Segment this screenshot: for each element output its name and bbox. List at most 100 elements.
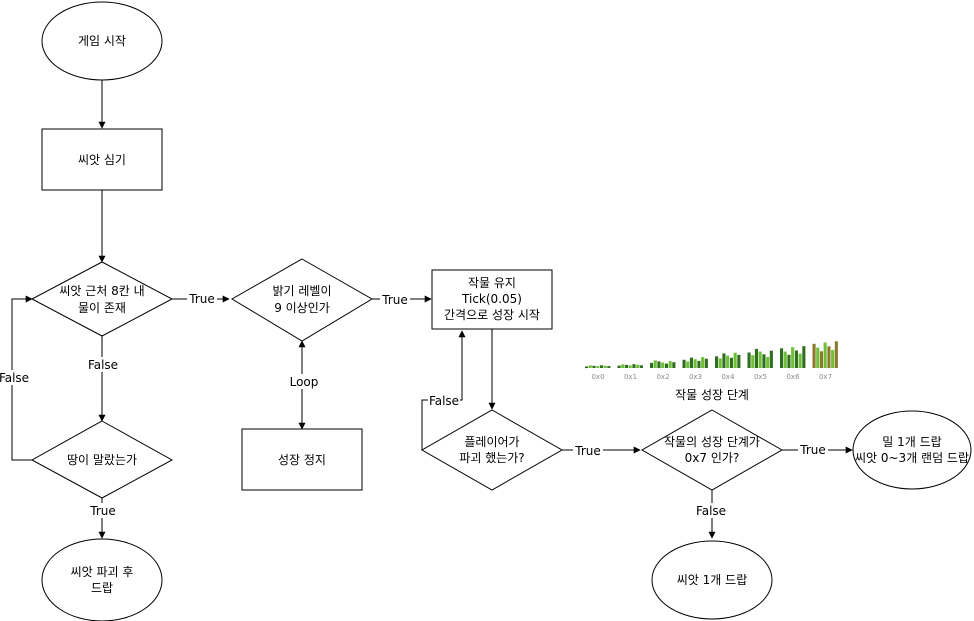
growth-stages-caption: 작물 성장 단계: [675, 388, 749, 402]
growth-stage-label: 0x4: [721, 373, 735, 381]
growth-stage-6-stalk: [791, 347, 795, 368]
growth-stage-7-stalk: [816, 347, 820, 368]
growth-stage-5-stalk: [751, 355, 755, 368]
node-dry-check: 땅이 말랐는가: [30, 420, 174, 499]
growth-stage-label: 0x1: [624, 373, 637, 381]
growth-stage-4-stalk: [715, 356, 719, 368]
growth-stage-2-stalk: [672, 362, 676, 368]
growth-stage-3-stalk: [697, 360, 701, 368]
node-light-check-line2: 9 이상인가: [274, 301, 330, 315]
growth-stage-2-stalk: [664, 363, 668, 368]
node-wheat-drop: 밀 1개 드랍 씨앗 0~3개 랜덤 드랍: [852, 410, 972, 490]
growth-stage-7-stalk: [831, 350, 835, 368]
edge-label-stage-true: True: [799, 443, 826, 457]
growth-stage-2-stalk: [650, 362, 654, 368]
growth-stage-1-stalk: [617, 365, 621, 368]
growth-stage-label: 0x3: [689, 373, 702, 381]
node-start-label: 게임 시작: [78, 34, 126, 48]
growth-stage-5: 0x5: [747, 348, 773, 381]
growth-stage-3-stalk: [693, 359, 697, 368]
growth-stages-strip: 0x0 0x1 0x2 0x3 0x4 0x5 0x6 0x7: [585, 341, 838, 381]
growth-stage-6-stalk: [802, 346, 806, 368]
growth-stage-6-stalk: [783, 351, 787, 368]
growth-stage-0-stalk: [607, 366, 611, 368]
growth-stage-6-stalk: [798, 353, 802, 368]
growth-stage-7-stalk: [823, 342, 827, 368]
growth-stage-1-stalk: [628, 365, 632, 368]
growth-stage-0: 0x0: [585, 365, 611, 381]
growth-stage-1-stalk: [632, 364, 636, 368]
growth-stage-3-stalk: [689, 357, 693, 368]
growth-stage-0-stalk: [599, 365, 603, 368]
growth-stage-label: 0x7: [819, 373, 832, 381]
growth-stage-1: 0x1: [617, 364, 643, 381]
edge-label-loop: Loop: [290, 375, 319, 389]
node-plant: 씨앗 심기: [41, 128, 163, 191]
growth-stage-label: 0x2: [656, 373, 669, 381]
growth-stage-6-stalk: [794, 350, 798, 368]
growth-stage-5-stalk: [754, 348, 758, 368]
growth-stage-label: 0x0: [591, 373, 604, 381]
node-plant-label: 씨앗 심기: [78, 153, 126, 167]
growth-stage-0-stalk: [596, 366, 600, 368]
growth-stage-5-stalk: [762, 354, 766, 368]
node-stage-check-line2: 0x7 인가?: [685, 451, 740, 465]
growth-stage-7-stalk: [834, 341, 838, 368]
node-light-check: 밝기 레벨이 9 이상인가: [231, 258, 373, 342]
growth-stage-5-stalk: [747, 352, 751, 368]
growth-stage-3-stalk: [686, 361, 690, 368]
growth-stage-4-stalk: [729, 357, 733, 368]
growth-stage-label: 0x6: [786, 373, 800, 381]
node-start: 게임 시작: [41, 1, 163, 81]
growth-stage-3-stalk: [704, 358, 708, 368]
growth-stage-0-stalk: [588, 365, 592, 368]
growth-stage-5-stalk: [769, 350, 773, 368]
node-growth-stop-label: 성장 정지: [278, 453, 326, 467]
edge-label-water-false: False: [88, 358, 118, 372]
growth-stage-5-stalk: [766, 357, 770, 368]
node-wheat-drop-line2: 씨앗 0~3개 랜덤 드랍: [855, 451, 969, 465]
node-crop-keep-line2: Tick(0.05): [461, 292, 522, 306]
growth-stage-1-stalk: [639, 365, 643, 368]
growth-stage-3: 0x3: [682, 357, 708, 381]
growth-stage-2-stalk: [661, 362, 665, 368]
edge-label-stage-false: False: [696, 504, 726, 518]
node-crop-keep-line1: 작물 유지: [468, 276, 516, 290]
node-destroy-drop-line1: 씨앗 파괴 후: [71, 565, 134, 579]
node-water-check-line1: 씨앗 근처 8칸 내: [59, 284, 144, 298]
node-water-check: 씨앗 근처 8칸 내 물이 존재: [30, 261, 174, 337]
node-player-destroy-line1: 플레이어가: [464, 435, 519, 449]
growth-stage-6: 0x6: [780, 346, 806, 381]
node-water-check-line2: 물이 존재: [78, 301, 126, 315]
node-seed-drop: 씨앗 1개 드랍: [651, 540, 773, 620]
node-stage-check-line1: 작물의 성장 단계가: [664, 435, 760, 449]
node-player-destroy-line2: 파괴 했는가?: [459, 451, 524, 465]
growth-stage-0-stalk: [585, 366, 589, 369]
growth-stage-6-stalk: [780, 348, 784, 368]
growth-stage-2: 0x2: [650, 360, 676, 381]
node-seed-drop-label: 씨앗 1개 드랍: [677, 573, 747, 587]
growth-stage-4: 0x4: [715, 352, 741, 381]
node-destroy-drop: 씨앗 파괴 후 드랍: [41, 538, 163, 621]
node-player-destroy: 플레이어가 파괴 했는가?: [420, 409, 564, 491]
growth-stage-7-stalk: [812, 343, 816, 368]
growth-stage-4-stalk: [726, 355, 730, 368]
growth-stage-7-stalk: [827, 346, 831, 368]
node-destroy-drop-line2: 드랍: [91, 581, 113, 595]
edge-label-dry-true: True: [89, 504, 116, 518]
node-stage-check: 작물의 성장 단계가 0x7 인가?: [640, 409, 784, 491]
edge-label-player-false: False: [429, 394, 459, 408]
growth-stage-7: 0x7: [812, 341, 838, 381]
growth-stage-4-stalk: [737, 354, 741, 368]
growth-stage-0-stalk: [603, 365, 607, 368]
edge-label-dry-false: False: [0, 371, 29, 385]
growth-stage-3-stalk: [701, 357, 705, 368]
edge-labels: True False False True True Loop False Tr…: [0, 291, 828, 518]
growth-stage-5-stalk: [758, 351, 762, 368]
growth-stage-7-stalk: [819, 351, 823, 368]
growth-stage-1-stalk: [621, 364, 625, 368]
growth-stage-4-stalk: [722, 353, 726, 368]
node-crop-keep: 작물 유지 Tick(0.05) 간격으로 성장 시작: [431, 269, 553, 330]
growth-stage-3-stalk: [682, 359, 686, 368]
